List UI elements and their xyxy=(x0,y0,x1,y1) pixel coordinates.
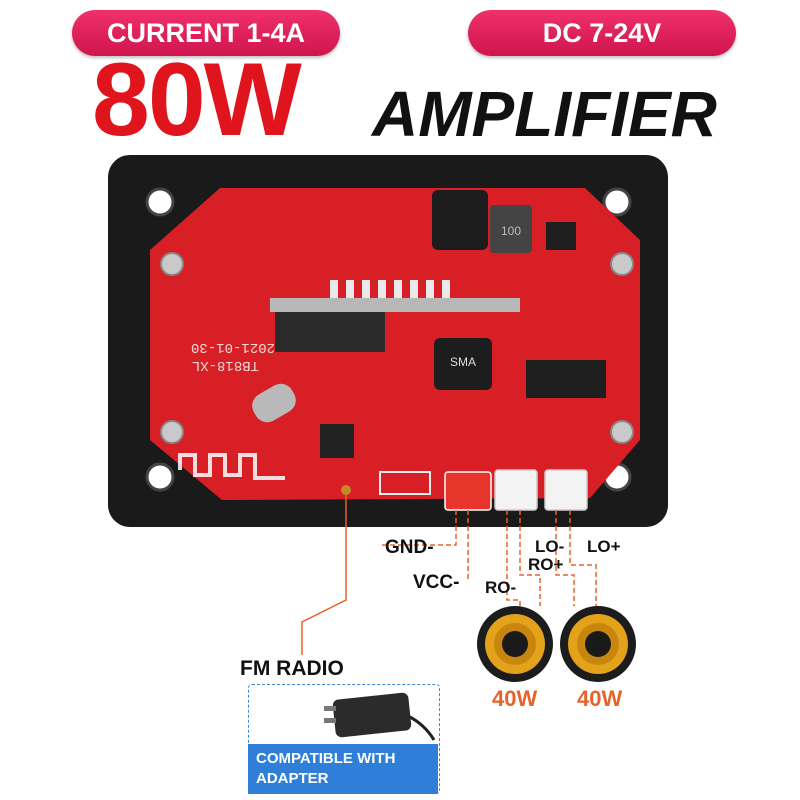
gnd-label: GND- xyxy=(385,537,434,558)
mount-hole-icon xyxy=(145,462,175,492)
ro-plus-wire xyxy=(519,510,541,606)
right-speaker-icon xyxy=(560,606,636,682)
ro-minus-wire xyxy=(506,510,521,606)
lo-minus-wire xyxy=(555,510,575,606)
title-power: 80W xyxy=(92,42,302,158)
ro-minus-label: RO- xyxy=(485,578,517,597)
fm-connector xyxy=(379,471,431,495)
inductor-label: 100 xyxy=(501,224,521,238)
gnd-wire xyxy=(380,510,457,546)
current-badge-text: CURRENT 1-4A xyxy=(106,17,306,48)
screw-icon xyxy=(610,420,634,444)
title-product: AMPLIFIER xyxy=(372,78,717,150)
date-silkscreen: 2021-01-30 xyxy=(191,339,275,355)
wire-lines xyxy=(380,510,597,606)
pcb xyxy=(150,188,640,500)
crystal xyxy=(252,383,296,423)
power-connector xyxy=(444,471,492,511)
lo-plus-wire xyxy=(569,510,597,606)
capacitor xyxy=(432,190,488,250)
regulator-chip xyxy=(546,222,576,250)
capacitor-label: SMA xyxy=(450,355,476,369)
model-silkscreen: TB818-XL xyxy=(192,357,259,373)
voltage-badge-text: DC 7-24V xyxy=(542,17,662,48)
right-speaker-connector xyxy=(494,469,538,511)
amplifier-chip xyxy=(526,360,606,398)
screw-icon xyxy=(160,252,184,276)
header-pins xyxy=(330,280,450,298)
left-speaker-power: 40W xyxy=(492,686,538,711)
vcc-label: VCC- xyxy=(413,572,460,593)
screw-icon xyxy=(610,252,634,276)
fm-radio-label: FM RADIO xyxy=(240,657,344,680)
fm-wire xyxy=(301,495,347,655)
adapter-banner: COMPATIBLE WITH ADAPTER xyxy=(248,744,438,794)
left-speaker-icon xyxy=(477,606,553,682)
fm-pad xyxy=(341,485,351,495)
bluetooth-chip xyxy=(320,424,354,458)
inductor xyxy=(490,205,532,253)
card-slot xyxy=(270,298,520,312)
capacitor xyxy=(434,338,492,390)
right-speaker-power: 40W xyxy=(577,686,623,711)
left-speaker-connector xyxy=(544,469,588,511)
mount-hole-icon xyxy=(602,187,632,217)
antenna-trace xyxy=(178,453,285,480)
voltage-badge: DC 7-24V xyxy=(468,10,736,56)
mount-hole-icon xyxy=(145,187,175,217)
ro-plus-label: RO+ xyxy=(528,555,564,574)
lo-plus-label: LO+ xyxy=(587,537,621,556)
power-adapter-icon xyxy=(324,692,436,741)
current-badge: CURRENT 1-4A xyxy=(72,10,340,56)
screw-icon xyxy=(160,420,184,444)
ir-window xyxy=(275,312,385,352)
lo-minus-label: LO- xyxy=(535,537,565,556)
